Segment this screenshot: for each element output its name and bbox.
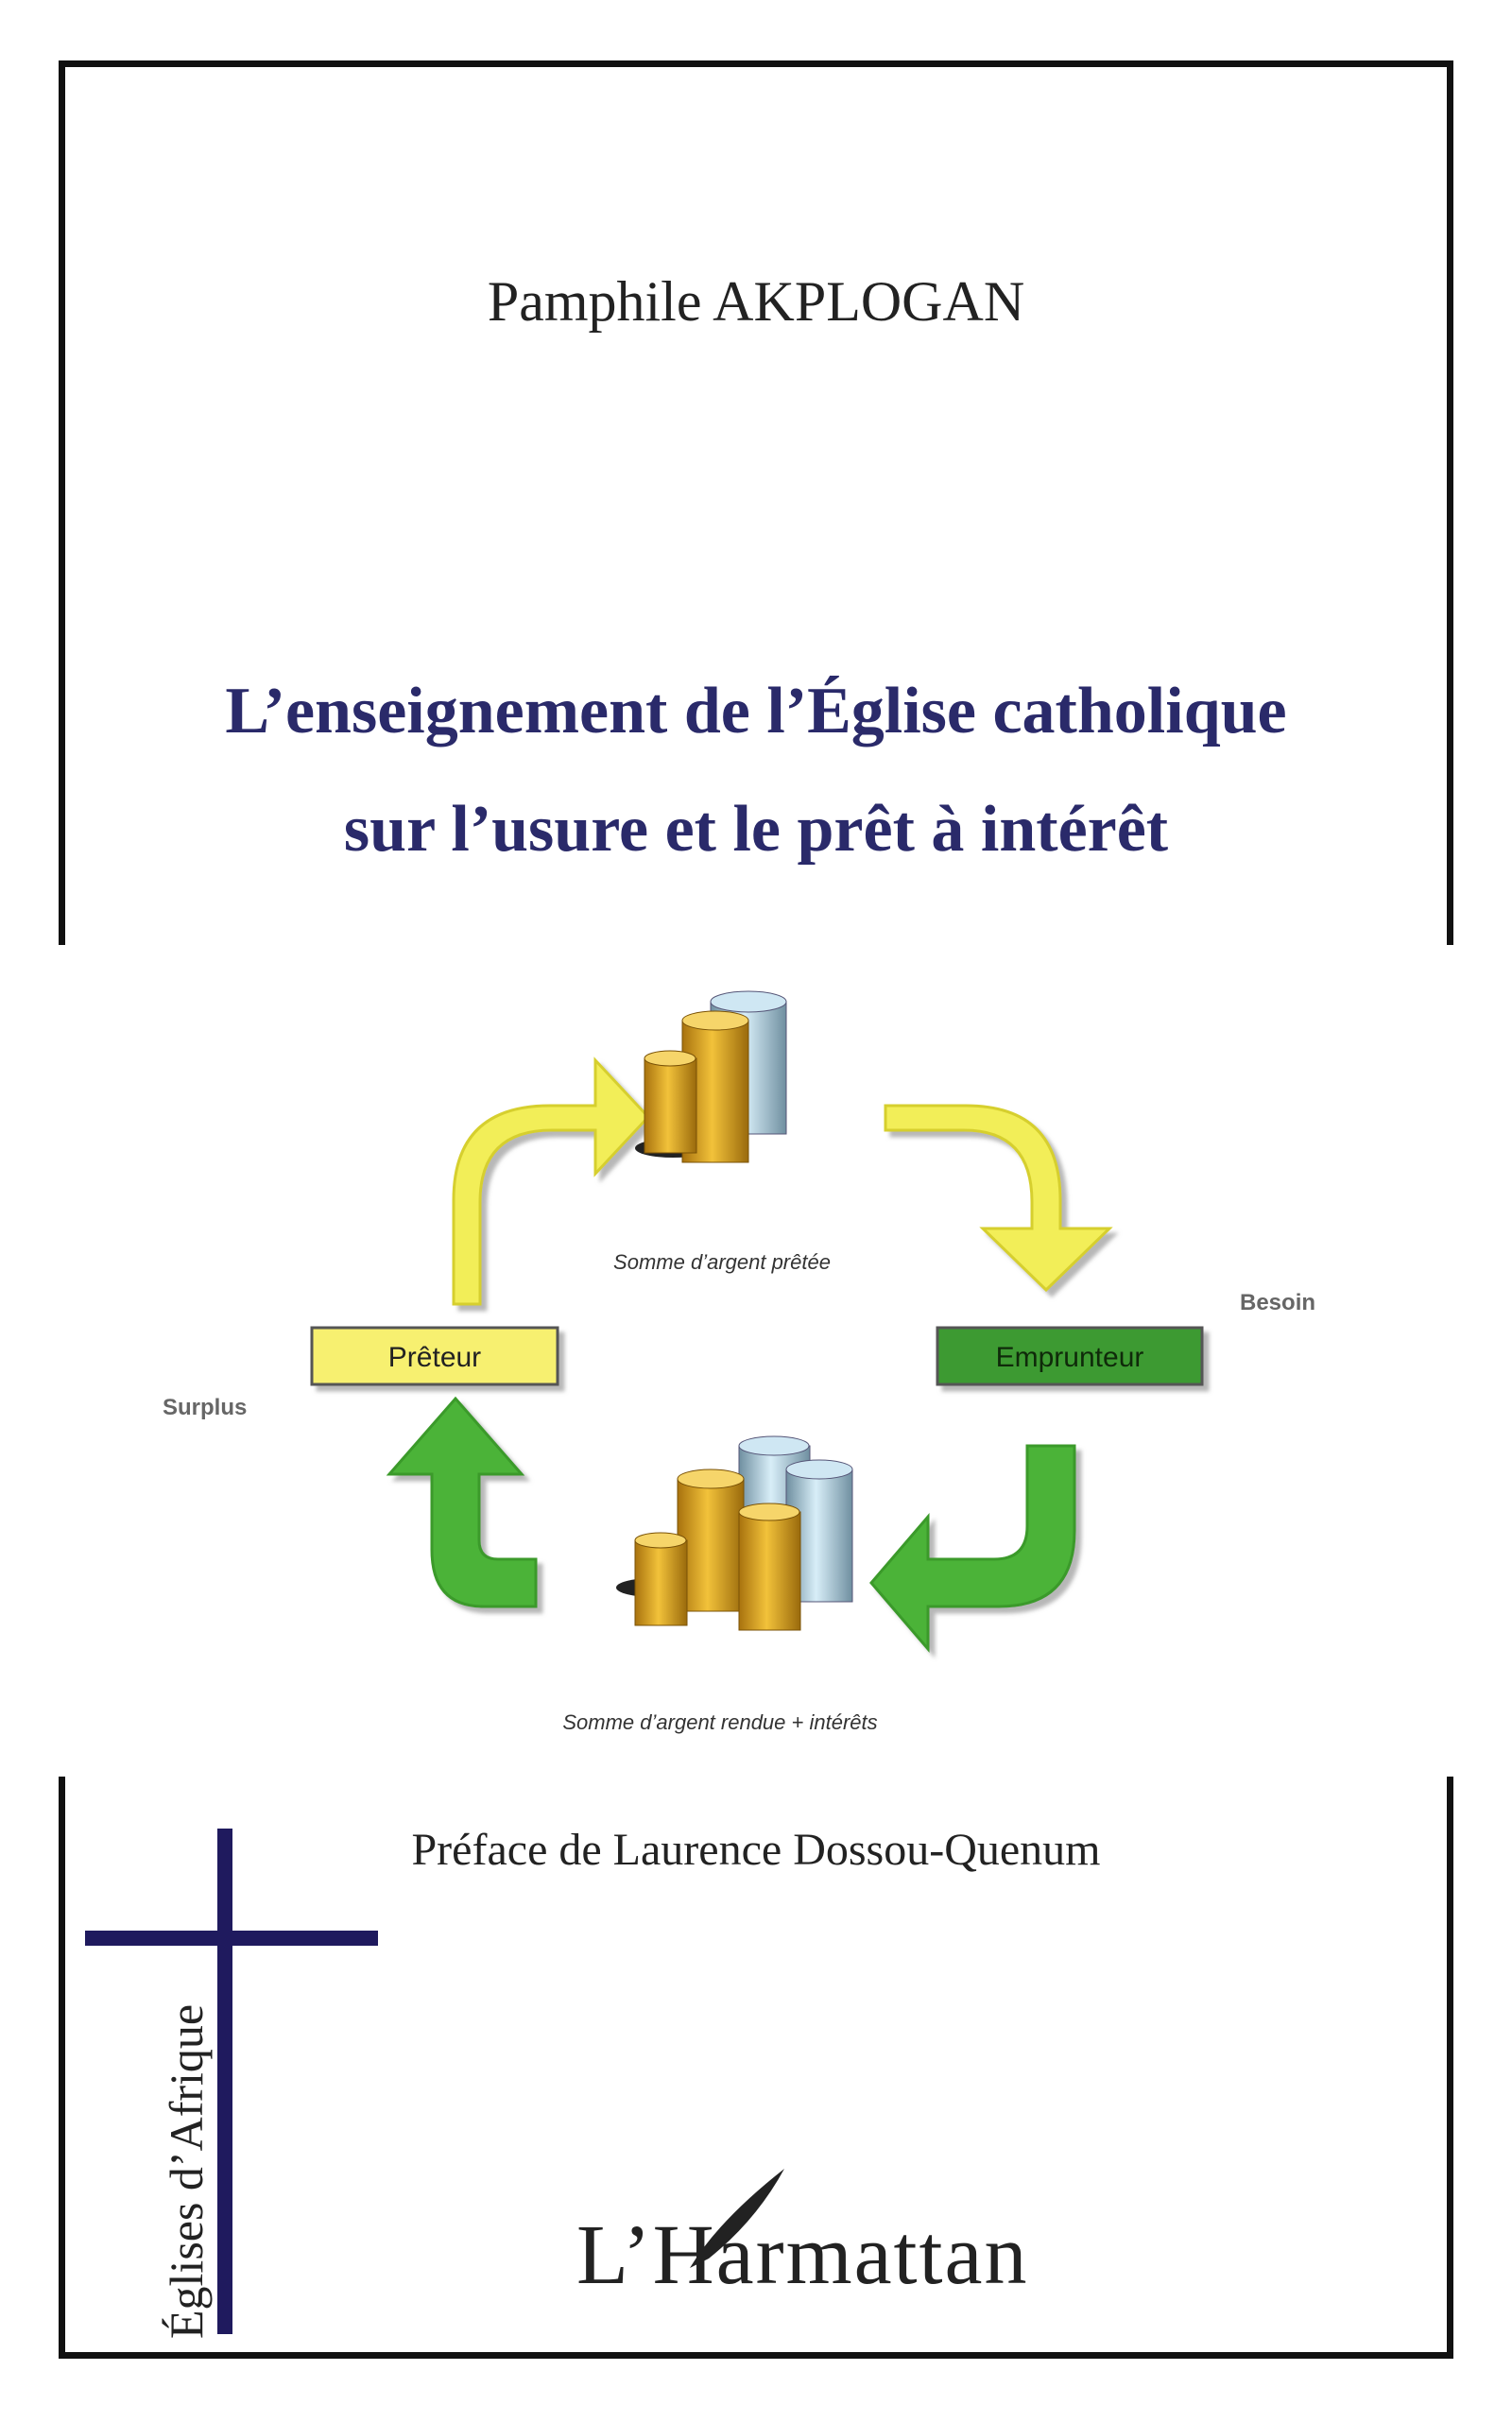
arrow-loan-to-borrower <box>884 1104 1113 1293</box>
quill-icon <box>690 2169 784 2268</box>
label-loan-amount: Somme d’argent prêtée <box>613 1250 831 1274</box>
loan-cycle-diagram: Prêteur Emprunteur Somme d’argent prêtée… <box>59 945 1453 1777</box>
coins-top-icon <box>635 990 787 1163</box>
preface-credit: Préface de Laurence Dossou-Quenum <box>411 1825 1101 1875</box>
title-line-1: L’enseignement de l’Église catholique <box>225 675 1287 747</box>
author-name: Pamphile AKPLOGAN <box>487 270 1025 333</box>
cross-logo-icon <box>85 1829 378 2334</box>
lender-label: Prêteur <box>388 1342 481 1373</box>
coins-bottom-icon <box>616 1435 853 1631</box>
borrower-label: Emprunteur <box>996 1342 1144 1373</box>
publisher-name: L’Harmattan <box>576 2208 1029 2302</box>
lender-box <box>310 1326 559 1386</box>
arrow-lender-to-loan <box>452 1056 651 1306</box>
arrow-borrower-to-repayment <box>869 1444 1076 1654</box>
title-line-2: sur l’usure et le prêt à intérêt <box>343 793 1169 866</box>
diagram-svg: Prêteur Emprunteur Somme d’argent prêtée… <box>163 990 1315 1734</box>
borrower-box <box>936 1326 1204 1386</box>
arrow-repayment-to-lender <box>386 1396 538 1608</box>
label-surplus: Surplus <box>163 1395 247 1420</box>
series-name: Églises d’Afrique <box>160 2003 213 2339</box>
label-repayment: Somme d’argent rendue + intérêts <box>562 1710 877 1734</box>
label-besoin: Besoin <box>1240 1290 1315 1315</box>
book-title: L’enseignement de l’Église catholique su… <box>0 652 1512 888</box>
